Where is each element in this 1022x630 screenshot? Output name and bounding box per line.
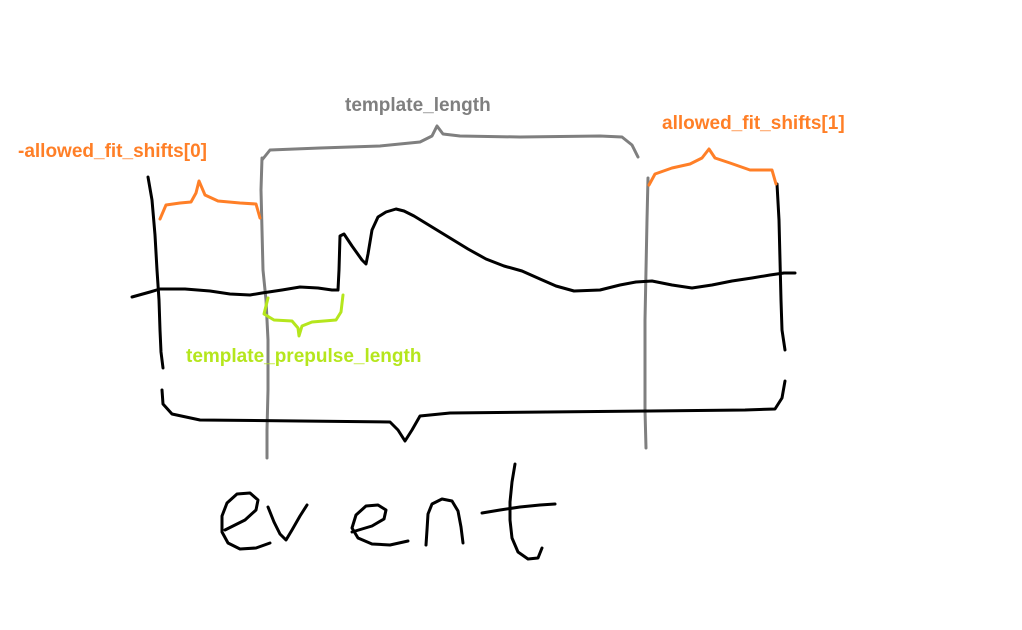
template-prepulse-length-brace	[262, 293, 345, 338]
event-letter-t-cross	[480, 502, 557, 515]
event-letter-e1	[220, 491, 272, 551]
event-left-boundary	[146, 175, 165, 370]
template-length-brace	[260, 124, 640, 162]
template-right-boundary	[643, 176, 650, 450]
event-letter-v	[266, 503, 309, 542]
event-brace	[160, 379, 787, 443]
allowed-fit-shifts-1-brace	[647, 147, 778, 187]
event-letter-n	[424, 497, 465, 547]
event-handwriting	[220, 462, 557, 561]
allowed-fit-shifts-0-label: -allowed_fit_shifts[0]	[18, 141, 207, 162]
event-letter-t-stem	[508, 462, 544, 561]
pulse-waveform	[130, 207, 797, 299]
allowed-fit-shifts-1-label: allowed_fit_shifts[1]	[662, 113, 845, 134]
template-length-label: template_length	[345, 95, 491, 116]
allowed-fit-shifts-0-brace	[158, 179, 262, 221]
event-right-boundary	[775, 182, 787, 352]
event-letter-e2	[350, 503, 410, 547]
template-prepulse-length-label: template_prepulse_length	[186, 346, 422, 367]
